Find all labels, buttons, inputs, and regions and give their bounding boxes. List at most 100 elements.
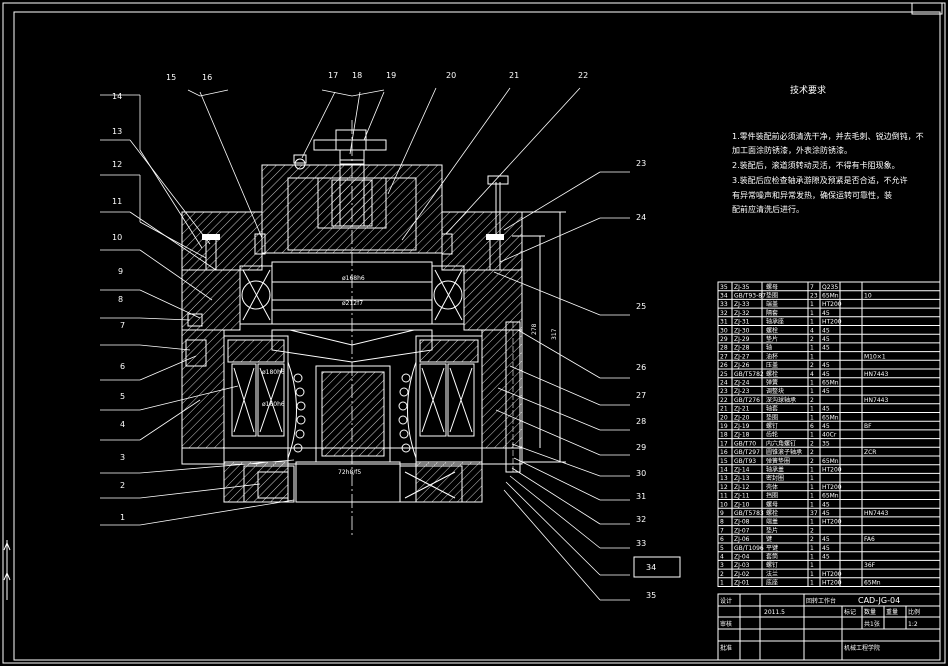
bom-cell-code: ZJ-08 [734, 519, 750, 526]
balloon-1: 1 [120, 513, 125, 522]
bom-cell-no: 2 [720, 571, 724, 578]
bom-cell-name: 内六角螺钉 [766, 439, 796, 447]
bom-cell-mat: 45 [822, 545, 830, 552]
dim-d5: 72h8/f5 [338, 469, 361, 476]
bom-cell-name: 螺栓 [766, 509, 778, 517]
bom-cell-mat: HT200 [822, 571, 842, 578]
bom-cell-mat: 35 [822, 440, 830, 447]
bom-cell-code: ZJ-21 [734, 406, 750, 413]
bom-cell-code: ZJ-23 [734, 388, 750, 395]
bom-cell-code: GB/T1096 [734, 545, 764, 552]
bom-cell-no: 21 [720, 406, 728, 413]
bom-cell-mat: 45 [822, 336, 830, 343]
bom-cell-code: ZJ-01 [734, 580, 750, 587]
bom-cell-name: 隔套 [766, 309, 778, 317]
bom-cell-mat: 65Mn [822, 293, 839, 300]
bom-cell-code: ZJ-20 [734, 414, 750, 421]
bom-cell-name: 端盖 [766, 300, 778, 308]
bom-cell-no: 34 [720, 293, 728, 300]
bom-cell-name: 弹簧垫圈 [766, 457, 790, 465]
bom-cell-note: HN7443 [864, 371, 888, 378]
bom-cell-mat: 40Cr [822, 432, 837, 439]
bom-cell-qty: 2 [810, 397, 814, 404]
bom-cell-no: 1 [720, 580, 724, 587]
bom-cell-code: ZJ-32 [734, 310, 750, 317]
bom-cell-qty: 1 [810, 353, 814, 360]
bom-cell-no: 6 [720, 536, 724, 543]
bom-cell-no: 28 [720, 345, 728, 352]
balloon-10: 10 [112, 233, 122, 242]
balloon-16: 16 [202, 73, 212, 82]
bom-cell-qty: 2 [810, 336, 814, 343]
left-edge-marks [3, 540, 11, 600]
bom-cell-no: 31 [720, 319, 728, 326]
balloon-13: 13 [112, 127, 122, 136]
bom-cell-name: 深沟球轴承 [766, 396, 796, 404]
bom-cell-qty: 1 [810, 571, 814, 578]
balloon-34-box [633, 556, 681, 578]
housing-left-lower [181, 329, 225, 449]
bom-cell-name: 调整块 [766, 387, 784, 395]
bom-cell-code: ZJ-33 [734, 301, 750, 308]
bom-cell-no: 26 [720, 362, 728, 369]
bom-cell-qty: 2 [810, 449, 814, 456]
balloon-15: 15 [166, 73, 176, 82]
bom-cell-no: 20 [720, 414, 728, 421]
bom-cell-name: 端盖 [766, 518, 778, 526]
bom-cell-qty: 2 [810, 458, 814, 465]
bom-cell-mat: 65Mn [822, 380, 839, 387]
balloon-26: 26 [636, 363, 646, 372]
tb-approver: 批准 [720, 644, 732, 652]
lower-bearing-left [231, 363, 285, 437]
bom-cell-code: GB/T5783 [734, 510, 764, 517]
bom-cell-code: ZJ-02 [734, 571, 750, 578]
bom-cell-code: GB/T276 [734, 397, 760, 404]
bom-cell-mat: 45 [822, 423, 830, 430]
balloon-2: 2 [120, 481, 125, 490]
balloon-8: 8 [118, 295, 123, 304]
bom-cell-no: 22 [720, 397, 728, 404]
bom-cell-code: ZJ-19 [734, 423, 750, 430]
bom-cell-qty: 4 [810, 327, 814, 334]
bom-cell-mat: 45 [822, 554, 830, 561]
bom-cell-code: ZJ-04 [734, 554, 750, 561]
bom-cell-no: 33 [720, 301, 728, 308]
tb-hdr-weight: 重量 [886, 608, 898, 616]
bom-cell-mat: 45 [822, 501, 830, 508]
bom-cell-name: 螺母 [766, 283, 778, 291]
bom-cell-mat: 45 [822, 536, 830, 543]
balloon-27: 27 [636, 391, 646, 400]
tb-drawing-no: CAD-JG-04 [858, 596, 900, 605]
tech-title: 技术要求 [790, 84, 826, 96]
bom-cell-code: ZJ-07 [734, 527, 750, 534]
bom-cell-name: 法兰 [766, 570, 778, 578]
bom-cell-mat: 45 [822, 406, 830, 413]
bom-cell-qty: 1 [810, 414, 814, 421]
bom-cell-note: HN7443 [864, 397, 888, 404]
bom-cell-code: ZJ-27 [734, 353, 750, 360]
bom-cell-qty: 1 [810, 501, 814, 508]
tech-line-3: 2.装配后，滚道须转动灵活，不得有卡阻现象。 [732, 160, 900, 170]
dim-d4: ø160h6 [262, 401, 285, 408]
bom-cell-name: 压盖 [766, 361, 778, 369]
balloon-19: 19 [386, 71, 396, 80]
bom-cell-mat: Q235 [822, 284, 838, 291]
balloon-29: 29 [636, 443, 646, 452]
bom-cell-mat: 45 [822, 510, 830, 517]
balloon-32: 32 [636, 515, 646, 524]
bom-cell-name: 轴承盖 [766, 466, 784, 474]
bom-cell-qty: 2 [810, 527, 814, 534]
bom-cell-qty: 1 [810, 388, 814, 395]
bom-cell-note: 36F [864, 562, 876, 569]
balloon-4: 4 [120, 420, 125, 429]
balloon-12: 12 [112, 160, 122, 169]
housing-left-upper [181, 211, 263, 271]
bom-cell-code: ZJ-26 [734, 362, 750, 369]
tb-hdr-scale: 比例 [908, 608, 920, 616]
bom-cell-mat: HT200 [822, 580, 842, 587]
bom-cell-note: 10 [864, 293, 872, 300]
bom-cell-no: 7 [720, 527, 724, 534]
bom-cell-no: 17 [720, 440, 728, 447]
bom-cell-code: ZJ-10 [734, 501, 750, 508]
dim-v1: 278 [531, 323, 538, 335]
